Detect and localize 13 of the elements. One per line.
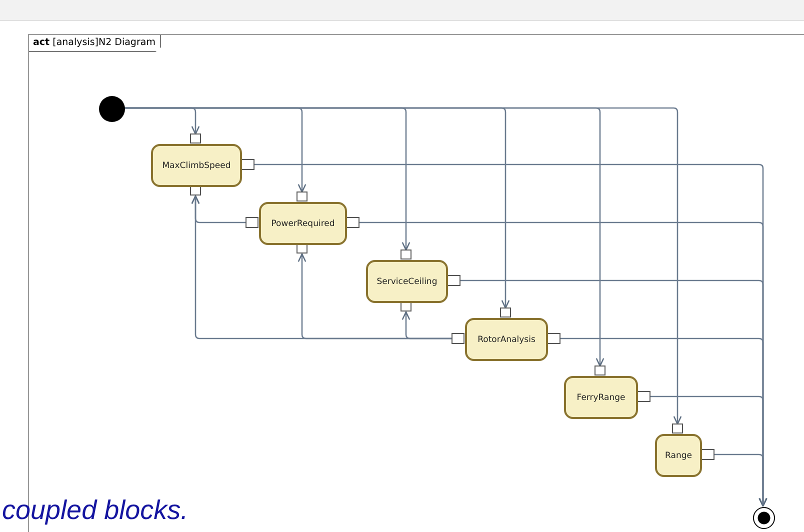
action-box: PowerRequired [259, 202, 347, 245]
frame-title: act [analysis]N2 Diagram [29, 35, 162, 52]
initial-node [99, 96, 125, 122]
action-box: ServiceCeiling [366, 260, 448, 303]
final-node [753, 507, 775, 529]
arrow [714, 454, 768, 507]
action-box: Range [655, 434, 702, 477]
arrow [402, 311, 452, 340]
action-box: MaxClimbSpeed [151, 144, 242, 187]
action-box: FerryRange [564, 376, 638, 419]
arrow [124, 107, 682, 425]
action-box: RotorAnalysis [465, 318, 548, 361]
caption: coupled blocks. [2, 496, 188, 526]
